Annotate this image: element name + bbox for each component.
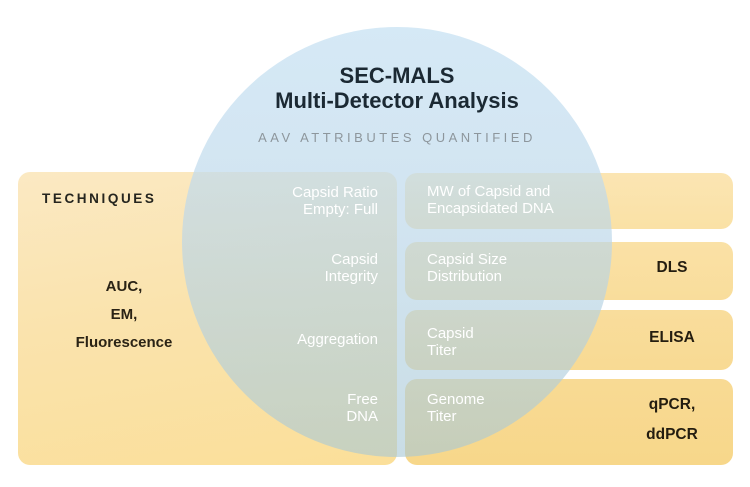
attribute-line: Capsid <box>331 251 378 268</box>
attribute-mw-capsid: MW of Capsid and Encapsidated DNA <box>427 183 554 217</box>
attribute-capsid-ratio: Capsid Ratio Empty: Full <box>292 184 378 218</box>
attribute-capsid-integrity: Capsid Integrity <box>324 251 378 285</box>
attribute-capsid-titer: Capsid Titer <box>427 325 474 359</box>
attribute-line: Free <box>347 391 378 408</box>
attribute-line: Titer <box>427 408 457 425</box>
technique-label-elisa: ELISA <box>608 329 736 346</box>
attribute-line: Capsid <box>427 325 474 342</box>
technique-item: AUC, <box>105 278 143 295</box>
attribute-line: Capsid Ratio <box>292 184 378 201</box>
technique-item: EM, <box>110 306 138 323</box>
attribute-capsid-size: Capsid Size Distribution <box>427 251 507 285</box>
title-line-1: SEC-MALS <box>339 63 455 88</box>
technique-label-line: ELISA <box>649 329 695 346</box>
technique-label-line: ddPCR <box>646 426 698 443</box>
attribute-free-dna: Free DNA <box>346 391 378 425</box>
attribute-line: Integrity <box>324 267 378 285</box>
technique-label-line: DLS <box>656 259 688 276</box>
attribute-genome-titer: Genome Titer <box>427 391 485 425</box>
title-line-2: Multi-Detector Analysis <box>275 88 519 113</box>
techniques-heading: TECHNIQUES <box>42 191 157 206</box>
attribute-aggregation: Aggregation <box>297 331 378 349</box>
sec-mals-circle <box>182 27 612 457</box>
attribute-line: DNA <box>346 407 378 425</box>
attribute-line: MW of Capsid and <box>427 183 551 200</box>
technique-label-line: qPCR, <box>648 396 696 413</box>
attribute-line: Distribution <box>427 268 503 285</box>
subtitle: AAV ATTRIBUTES QUANTIFIED <box>258 130 536 145</box>
technique-label-dls: DLS <box>608 259 736 276</box>
alternate-techniques-list: AUC, EM, Fluorescence <box>40 279 208 363</box>
attribute-line: Empty: Full <box>302 200 378 218</box>
title-block: SEC-MALS Multi-Detector Analysis AAV ATT… <box>182 63 612 145</box>
attribute-line: Encapsidated DNA <box>427 200 554 217</box>
attribute-line: Genome <box>427 391 485 408</box>
attribute-line: Aggregation <box>297 331 378 348</box>
attribute-line: Capsid Size <box>427 251 508 268</box>
attribute-line: Titer <box>427 342 457 359</box>
technique-item: Fluorescence <box>75 334 173 351</box>
technique-label-qpcr-ddpcr: qPCR, ddPCR <box>608 396 736 443</box>
